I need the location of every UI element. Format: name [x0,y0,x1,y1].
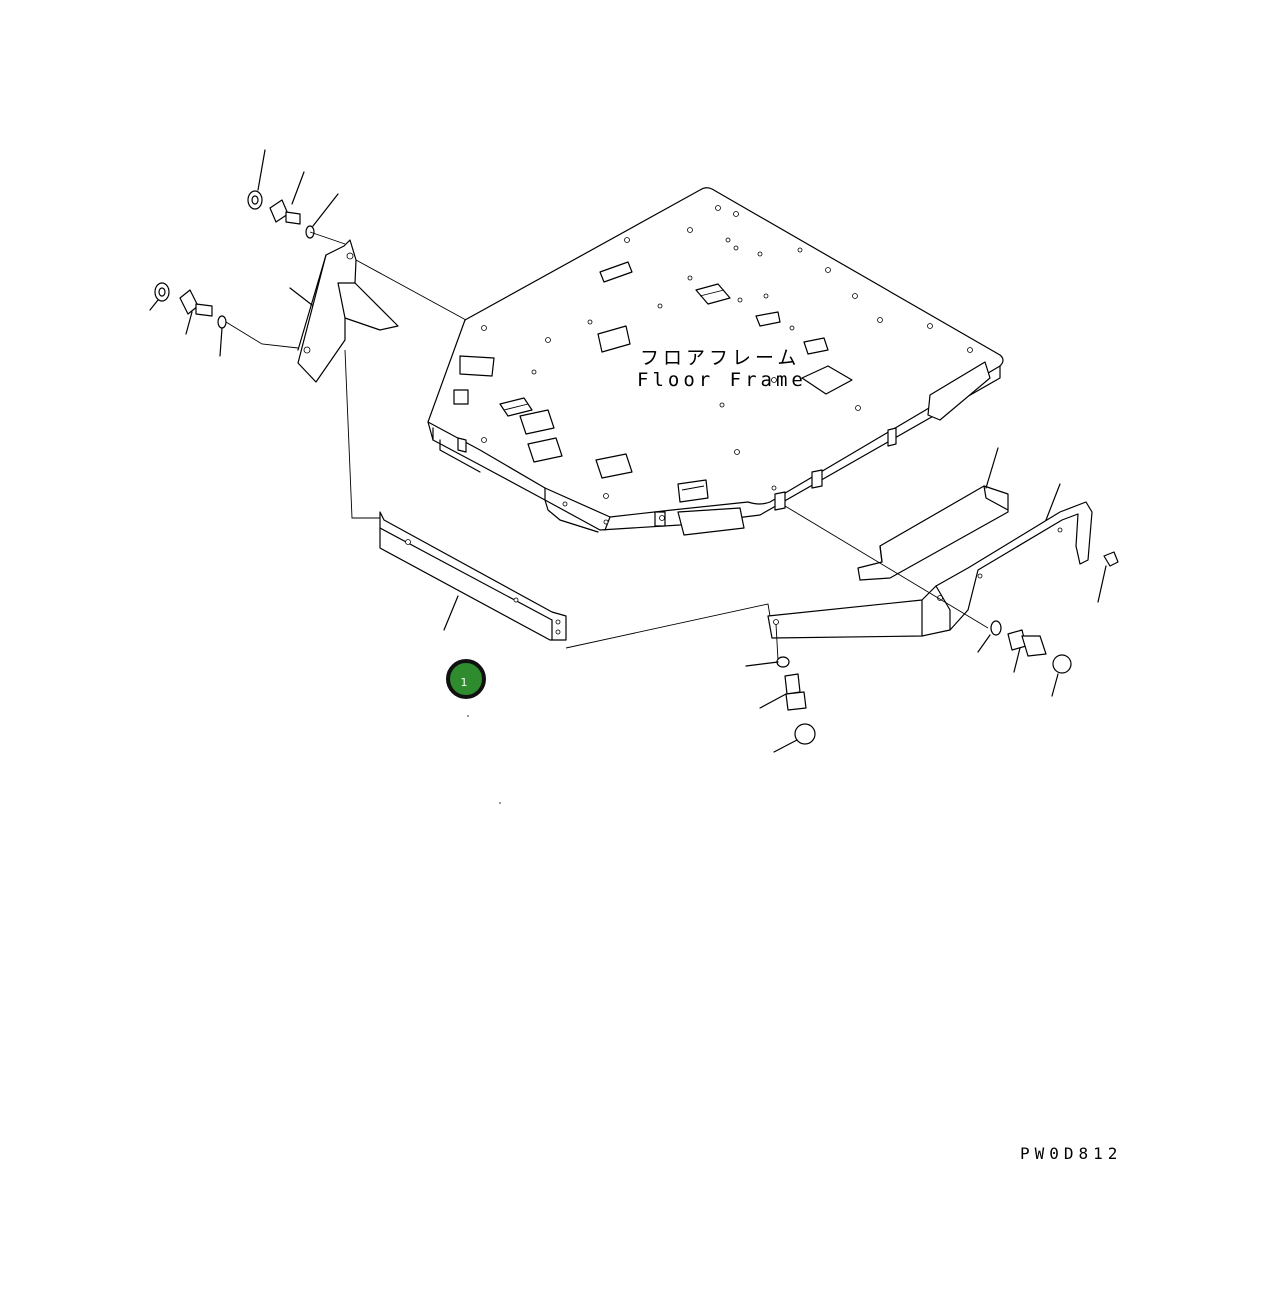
lower-center-fasteners [745,623,816,753]
left-lower-fasteners [149,282,299,357]
drawing-number: PW0D812 [1020,1144,1122,1163]
callout-badge-1[interactable]: 1 [446,659,486,699]
speck [499,802,501,804]
callout-badge-circle[interactable] [446,659,486,699]
speck [467,715,469,717]
right-channel [857,447,1009,581]
floor-frame-label-en: Floor Frame [637,369,807,391]
floor-frame-label: フロアフレーム Floor Frame [637,347,807,391]
right-fasteners [784,505,1119,697]
right-long-bracket [565,483,1093,649]
left-upper-fasteners [247,149,467,321]
left-bracket [289,239,399,383]
floor-frame-label-jp: フロアフレーム [640,347,800,369]
floor-frame [427,187,1004,536]
middle-angle-bar [344,349,567,641]
